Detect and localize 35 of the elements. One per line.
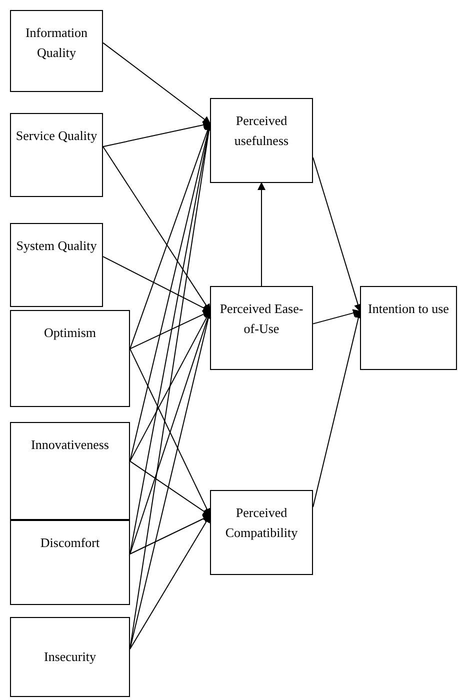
construct-label: Insecurity bbox=[44, 648, 96, 666]
arrow bbox=[102, 42, 211, 124]
construct-box bbox=[10, 422, 130, 520]
construct-box bbox=[10, 310, 130, 407]
construct-label: Service Quality bbox=[16, 127, 98, 145]
arrow bbox=[312, 310, 362, 508]
construct-box bbox=[210, 490, 313, 575]
construct-box bbox=[10, 617, 130, 697]
arrow bbox=[102, 256, 211, 312]
construct-label: Perceived Compatibility bbox=[224, 504, 299, 542]
arrow bbox=[130, 310, 211, 350]
arrow bbox=[130, 514, 211, 650]
arrow bbox=[102, 121, 211, 148]
construct-box bbox=[210, 286, 313, 370]
arrow bbox=[258, 182, 266, 286]
arrow bbox=[312, 309, 361, 324]
construct-label: Perceived Ease-of-Use bbox=[218, 300, 304, 338]
construct-label: Intention to use bbox=[368, 300, 449, 318]
construct-label: Information Quality bbox=[24, 24, 89, 62]
construct-label: System Quality bbox=[16, 237, 97, 255]
construct-label: Discomfort bbox=[40, 534, 100, 552]
construct-label: Perceived usefulness bbox=[233, 112, 290, 150]
construct-box bbox=[10, 10, 103, 92]
construct-box bbox=[10, 113, 103, 197]
construct-box bbox=[10, 520, 130, 605]
arrow bbox=[130, 460, 211, 516]
construct-box bbox=[360, 286, 457, 370]
arrow bbox=[102, 146, 211, 312]
arrow bbox=[130, 348, 211, 516]
arrow bbox=[130, 514, 211, 554]
construct-box bbox=[210, 98, 313, 183]
construct-box bbox=[10, 223, 103, 307]
construct-label: Innovativeness bbox=[31, 436, 109, 454]
arrow bbox=[312, 157, 362, 312]
construct-label: Optimism bbox=[44, 324, 96, 342]
